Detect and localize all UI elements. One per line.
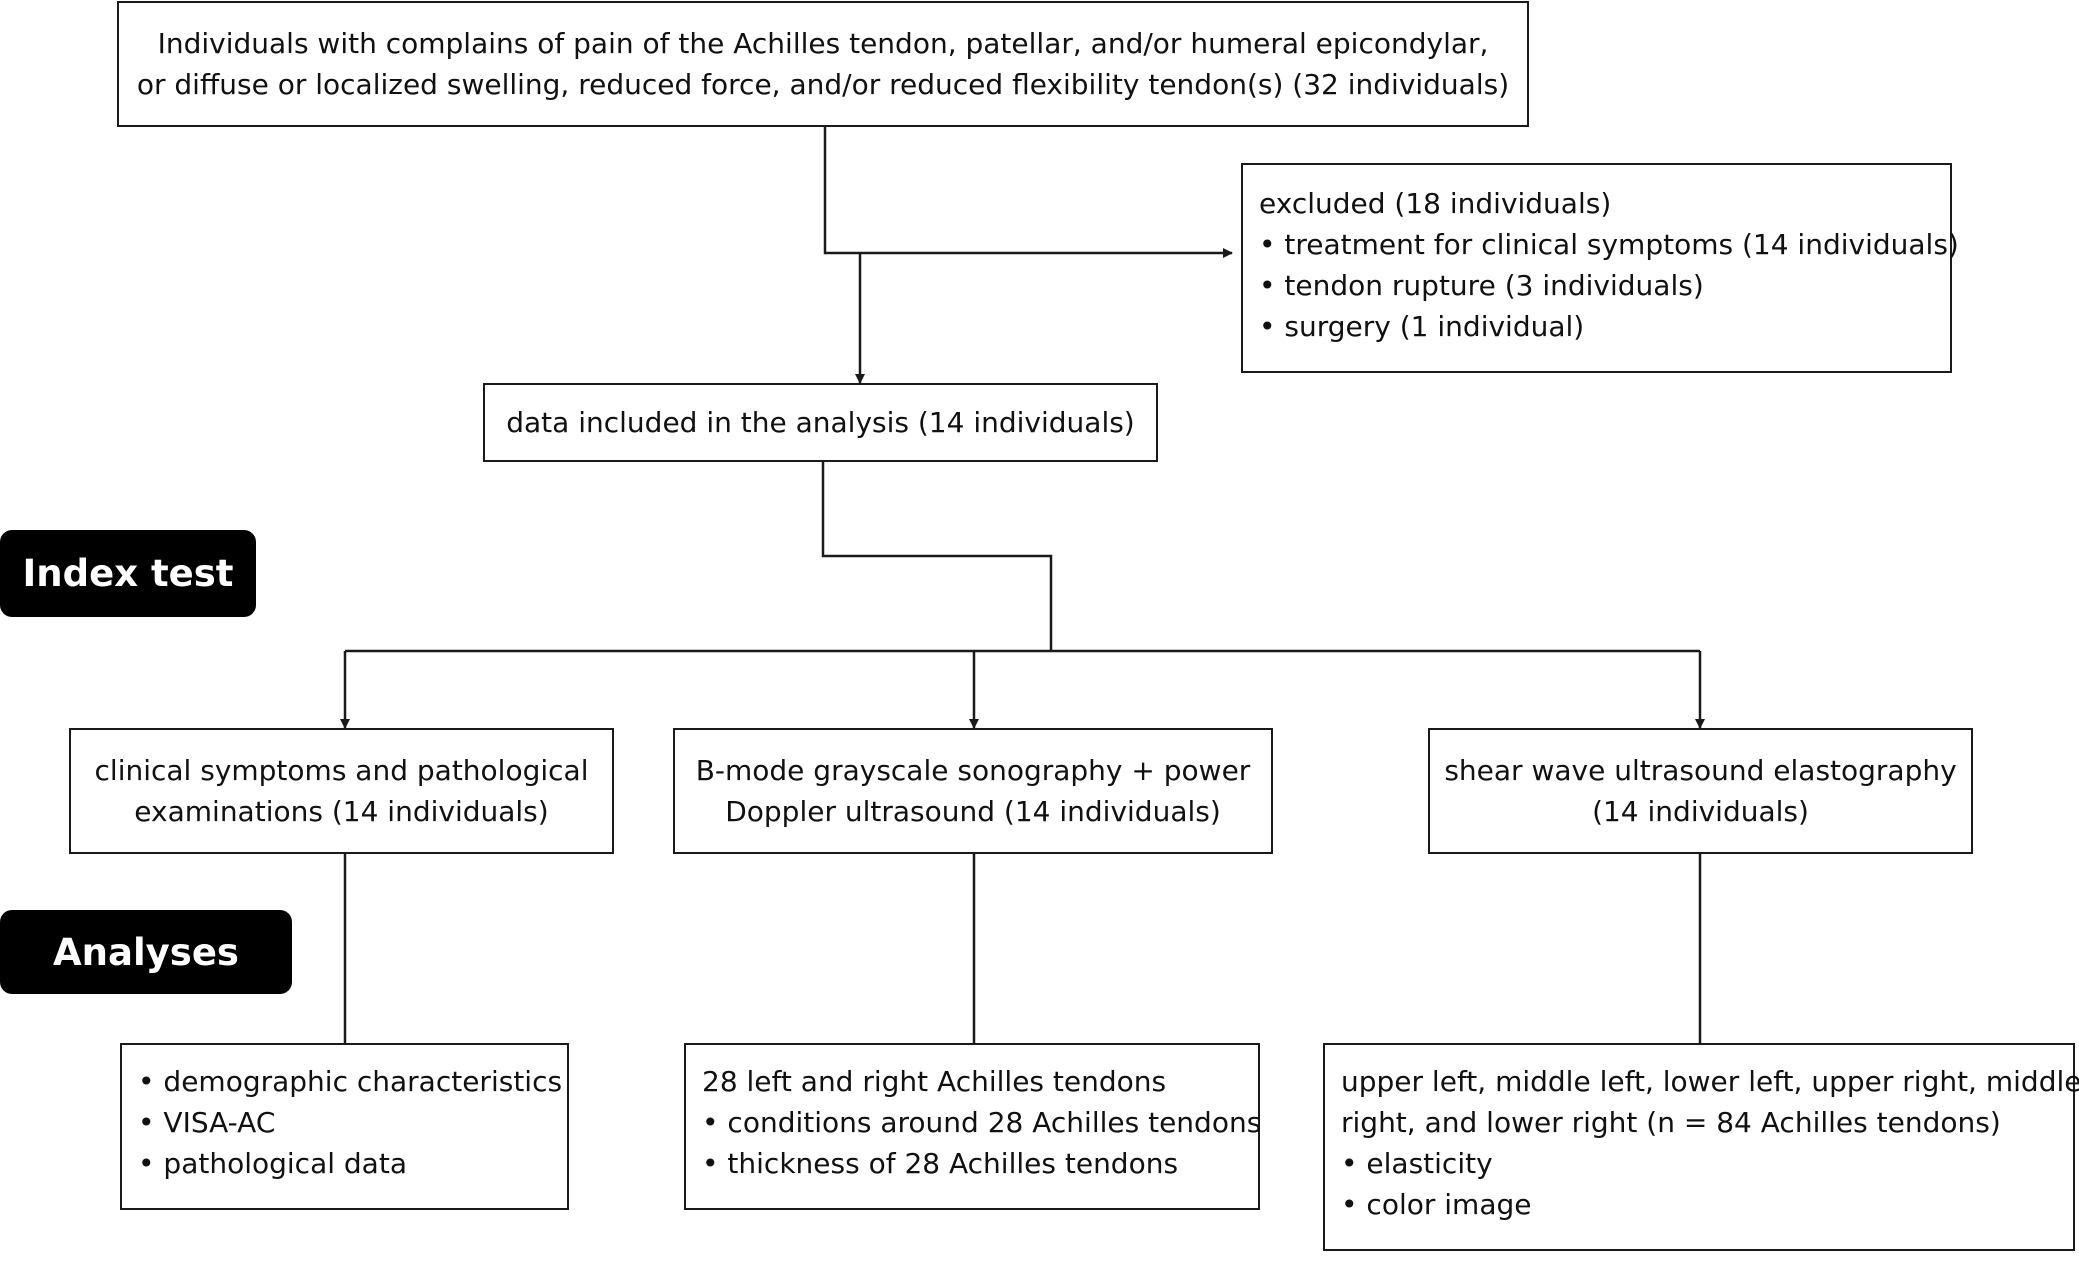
- analysis-item: pathological data: [138, 1143, 551, 1184]
- analysis-box-elastography: upper left, middle left, lower left, upp…: [1323, 1043, 2079, 1251]
- index-test-line: clinical symptoms and pathological: [94, 754, 589, 787]
- analysis-box-clinical: demographic characteristics VISA-AC path…: [120, 1043, 569, 1210]
- analysis-line: right, and lower right (n = 84 Achilles …: [1341, 1106, 2001, 1139]
- analysis-line: upper left, middle left, lower left, upp…: [1341, 1065, 2079, 1098]
- index-test-box-sonography: B-mode grayscale sonography + power Dopp…: [673, 728, 1273, 854]
- analysis-item: conditions around 28 Achilles tendons: [702, 1102, 1261, 1143]
- analysis-line: 28 left and right Achilles tendons: [702, 1065, 1167, 1098]
- excluded-item: surgery (1 individual): [1259, 306, 1934, 347]
- excluded-item: treatment for clinical symptoms (14 indi…: [1259, 224, 1958, 265]
- connector-included-to-split: [821, 461, 1053, 651]
- excluded-box: excluded (18 individuals) treatment for …: [1241, 163, 1959, 373]
- analysis-item: thickness of 28 Achilles tendons: [702, 1143, 1242, 1184]
- index-test-label: Index test: [0, 530, 256, 617]
- included-box: data included in the analysis (14 indivi…: [483, 383, 1158, 462]
- screening-box: Individuals with complains of pain of th…: [117, 1, 1529, 127]
- index-test-line: shear wave ultrasound elastography: [1444, 754, 1957, 787]
- connector-screening-down: [823, 126, 1233, 258]
- index-test-line: Doppler ultrasound (14 individuals): [725, 795, 1221, 828]
- excluded-item: tendon rupture (3 individuals): [1259, 265, 1934, 306]
- excluded-title: excluded (18 individuals): [1259, 187, 1612, 220]
- index-test-box-clinical: clinical symptoms and pathological exami…: [69, 728, 614, 854]
- analysis-item: VISA-AC: [138, 1102, 551, 1143]
- analysis-box-sonography: 28 left and right Achilles tendons condi…: [684, 1043, 1261, 1210]
- included-text: data included in the analysis (14 indivi…: [506, 406, 1135, 439]
- index-test-line: B-mode grayscale sonography + power: [695, 754, 1251, 787]
- analysis-item: demographic characteristics: [138, 1061, 562, 1102]
- analysis-item: elasticity: [1341, 1143, 2065, 1184]
- index-test-line: (14 individuals): [1592, 795, 1809, 828]
- index-test-box-elastography: shear wave ultrasound elastography (14 i…: [1428, 728, 1973, 854]
- analysis-item: color image: [1341, 1184, 2065, 1225]
- index-test-line: examinations (14 individuals): [134, 795, 549, 828]
- screening-line: or diffuse or localized swelling, reduce…: [136, 68, 1510, 101]
- screening-line: Individuals with complains of pain of th…: [157, 27, 1489, 60]
- analyses-label: Analyses: [0, 910, 292, 994]
